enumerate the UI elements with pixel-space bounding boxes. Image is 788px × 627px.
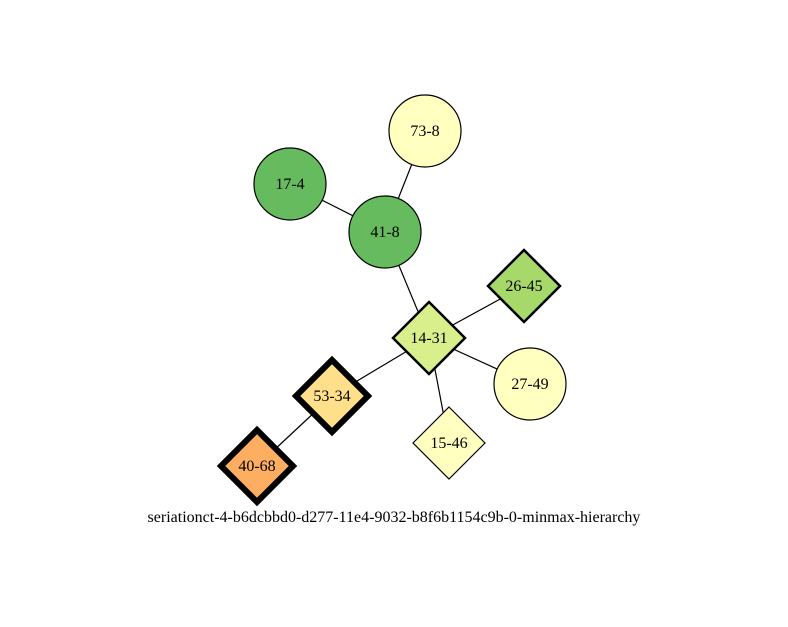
node-15-46: 15-46 — [412, 406, 486, 480]
node-shape-circle — [253, 147, 327, 221]
node-53-34: 53-34 — [291, 355, 373, 437]
node-label: 73-8 — [410, 123, 439, 140]
node-73-8: 73-8 — [388, 94, 462, 168]
node-27-49: 27-49 — [493, 347, 567, 421]
node-shape-diamond — [391, 300, 467, 376]
node-label: 14-31 — [410, 330, 447, 347]
node-14-31: 14-31 — [391, 300, 467, 376]
node-label: 27-49 — [511, 376, 548, 393]
node-label: 41-8 — [370, 224, 399, 241]
node-40-68: 40-68 — [216, 425, 298, 507]
node-label: 26-45 — [505, 278, 542, 295]
node-26-45: 26-45 — [486, 248, 562, 324]
node-label: 40-68 — [238, 458, 275, 475]
node-shape-circle — [493, 347, 567, 421]
node-shape-diamond — [412, 406, 486, 480]
diagram-caption: seriationct-4-b6dcbbd0-d277-11e4-9032-b8… — [148, 509, 641, 526]
node-label: 15-46 — [430, 435, 467, 452]
node-shape-diamond — [216, 425, 298, 507]
node-17-4: 17-4 — [253, 147, 327, 221]
node-41-8: 41-8 — [348, 195, 422, 269]
node-shape-circle — [348, 195, 422, 269]
node-label: 53-34 — [313, 388, 350, 405]
nodes-layer: 73-8 17-4 41-8 26-45 14-31 27-49 53-34 15-46 40-… — [216, 94, 567, 507]
node-shape-diamond — [291, 355, 373, 437]
node-label: 17-4 — [275, 176, 304, 193]
node-shape-circle — [388, 94, 462, 168]
node-shape-diamond — [486, 248, 562, 324]
